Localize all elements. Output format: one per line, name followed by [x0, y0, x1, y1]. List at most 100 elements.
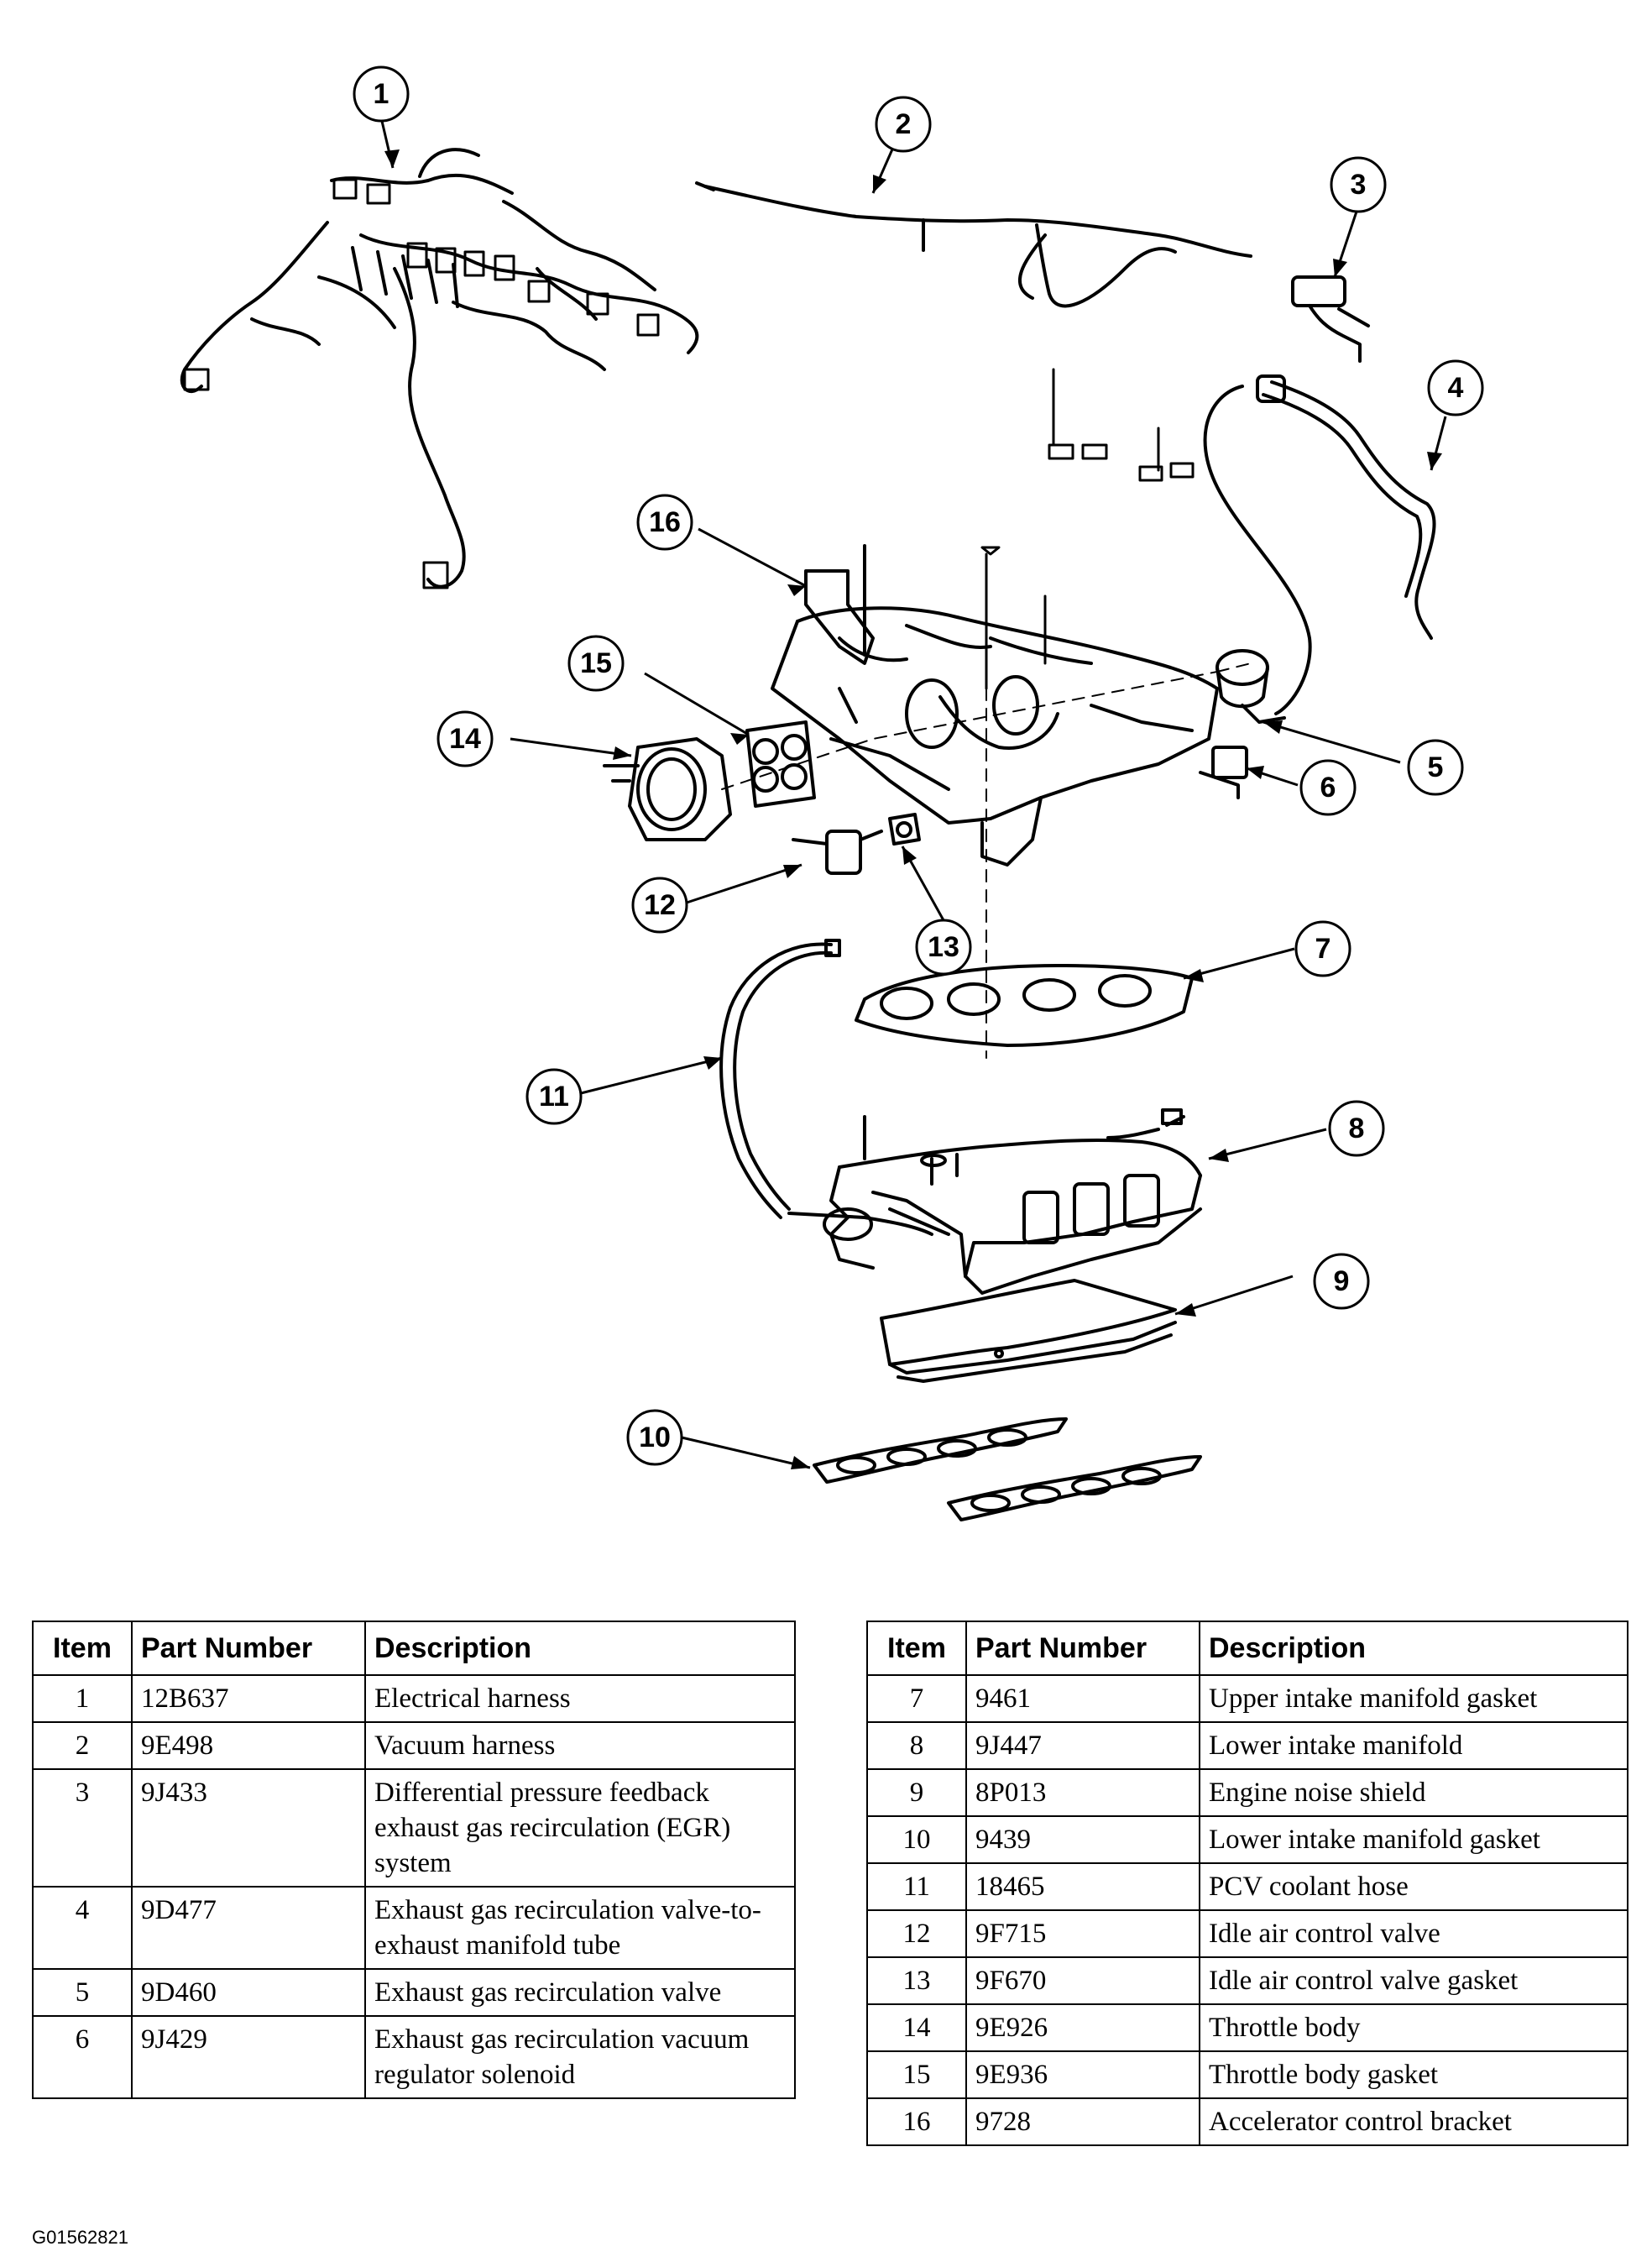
cell-item: 13	[866, 1956, 967, 2005]
cell-part-number: 12B637	[131, 1674, 366, 1723]
cell-description: Vacuum harness	[364, 1721, 796, 1770]
figure-code: G01562821	[32, 2227, 128, 2248]
table-row: 16 9728 Accelerator control bracket	[866, 2097, 1628, 2146]
upper-intake-manifold-drawing	[771, 606, 1219, 867]
header-item: Item	[32, 1621, 133, 1676]
cell-item: 16	[866, 2097, 967, 2146]
cell-part-number: 9E498	[131, 1721, 366, 1770]
cell-part-number: 8P013	[965, 1768, 1200, 1817]
cell-description: Exhaust gas recirculation valve	[364, 1968, 796, 2017]
callout-5: 5	[1428, 751, 1444, 783]
callout-circle-8	[1328, 1100, 1385, 1157]
connector-blocks	[183, 178, 660, 589]
callout-circle-6	[1299, 759, 1357, 816]
accelerator-bracket-drawing	[804, 544, 875, 665]
callout-circle-16	[636, 494, 693, 551]
table-row: 9 8P013 Engine noise shield	[866, 1768, 1628, 1817]
cell-item: 2	[32, 1721, 133, 1770]
cell-part-number: 9D477	[131, 1886, 366, 1970]
cell-item: 14	[866, 2003, 967, 2052]
engine-noise-shield-drawing	[880, 1279, 1177, 1383]
cell-description: Accelerator control bracket	[1199, 2097, 1628, 2146]
table-row: 7 9461 Upper intake manifold gasket	[866, 1674, 1628, 1723]
assembly-lines	[721, 662, 1252, 1059]
cell-item: 11	[866, 1862, 967, 1911]
cell-part-number: 9461	[965, 1674, 1200, 1723]
dpfe-sensor-drawing	[1291, 275, 1370, 363]
cell-item: 9	[866, 1768, 967, 1817]
cell-item: 10	[866, 1815, 967, 1864]
callout-circle-2	[875, 96, 932, 153]
cell-part-number: 9J429	[131, 2015, 366, 2099]
idle-air-control-gasket-drawing	[888, 813, 921, 846]
cell-description: Exhaust gas recirculation vacuum regulat…	[364, 2015, 796, 2099]
callout-14: 14	[449, 723, 481, 755]
callout-10: 10	[639, 1422, 671, 1453]
callout-circle-9	[1313, 1253, 1370, 1310]
egr-valve-drawing	[1215, 649, 1286, 724]
header-description: Description	[1199, 1621, 1628, 1676]
cell-item: 5	[32, 1968, 133, 2017]
vacuum-connectors	[1048, 368, 1195, 482]
exploded-view-diagram: 1 2 3 4 5 6 7 8 9 10 11 12 13 14 15 16	[180, 65, 1484, 1521]
callout-1: 1	[374, 78, 389, 110]
cell-description: PCV coolant hose	[1199, 1862, 1628, 1911]
cell-item: 15	[866, 2050, 967, 2099]
lower-intake-gaskets-drawing	[813, 1417, 1202, 1521]
table-row: 14 9E926 Throttle body	[866, 2003, 1628, 2052]
cell-part-number: 9E936	[965, 2050, 1200, 2099]
callout-circle-13	[915, 919, 972, 976]
lower-intake-manifold-drawing	[787, 1108, 1202, 1295]
cell-part-number: 18465	[965, 1862, 1200, 1911]
vacuum-regulator-solenoid-drawing	[1199, 746, 1248, 799]
cell-item: 3	[32, 1768, 133, 1888]
leader-arrowheads	[384, 149, 1442, 1469]
cell-part-number: 9J433	[131, 1768, 366, 1888]
callout-16: 16	[649, 506, 681, 538]
egr-tube-drawing	[1203, 374, 1436, 715]
table-row: 4 9D477 Exhaust gas recirculation valve-…	[32, 1886, 796, 1970]
table-row: 10 9439 Lower intake manifold gasket	[866, 1815, 1628, 1864]
callout-circle-1	[353, 65, 410, 123]
table-row: 8 9J447 Lower intake manifold	[866, 1721, 1628, 1770]
callout-circle-5	[1407, 739, 1464, 796]
callout-7: 7	[1315, 933, 1331, 965]
vacuum-harness-drawing	[695, 181, 1252, 308]
idle-air-control-valve-drawing	[792, 830, 883, 875]
electrical-harness-drawing	[180, 148, 699, 589]
callout-circle-7	[1294, 920, 1351, 977]
throttle-body-gasket-drawing	[745, 720, 816, 808]
callout-4: 4	[1448, 372, 1464, 404]
header-part-number: Part Number	[965, 1621, 1200, 1676]
cell-description: Idle air control valve	[1199, 1909, 1628, 1958]
cell-part-number: 9728	[965, 2097, 1200, 2146]
cell-description: Lower intake manifold gasket	[1199, 1815, 1628, 1864]
table-row: 6 9J429 Exhaust gas recirculation vacuum…	[32, 2015, 796, 2099]
upper-intake-gasket-drawing	[855, 964, 1194, 1047]
table-row: 5 9D460 Exhaust gas recirculation valve	[32, 1968, 796, 2017]
header-description: Description	[364, 1621, 796, 1676]
callout-2: 2	[896, 108, 912, 140]
table-row: 1 12B637 Electrical harness	[32, 1674, 796, 1723]
cell-part-number: 9F715	[965, 1909, 1200, 1958]
callout-9: 9	[1334, 1265, 1350, 1297]
table-row: 12 9F715 Idle air control valve	[866, 1909, 1628, 1958]
callout-circle-12	[631, 877, 688, 934]
callout-circle-3	[1330, 156, 1387, 213]
cell-description: Electrical harness	[364, 1674, 796, 1723]
cell-description: Idle air control valve gasket	[1199, 1956, 1628, 2005]
table-row: 11 18465 PCV coolant hose	[866, 1862, 1628, 1911]
callout-15: 15	[580, 647, 612, 679]
callout-circle-10	[626, 1409, 683, 1466]
cell-part-number: 9F670	[965, 1956, 1200, 2005]
pcv-coolant-hose-drawing	[719, 939, 841, 1219]
throttle-body-drawing	[603, 737, 732, 841]
cell-description: Differential pressure feedback exhaust g…	[364, 1768, 796, 1888]
table-row: 2 9E498 Vacuum harness	[32, 1721, 796, 1770]
callout-circle-4	[1427, 359, 1484, 416]
cell-part-number: 9D460	[131, 1968, 366, 2017]
callout-8: 8	[1349, 1113, 1365, 1144]
callout-11: 11	[539, 1081, 569, 1113]
parts-table-left: Item Part Number Description 1 12B637 El…	[32, 1621, 796, 2099]
cell-item: 7	[866, 1674, 967, 1723]
